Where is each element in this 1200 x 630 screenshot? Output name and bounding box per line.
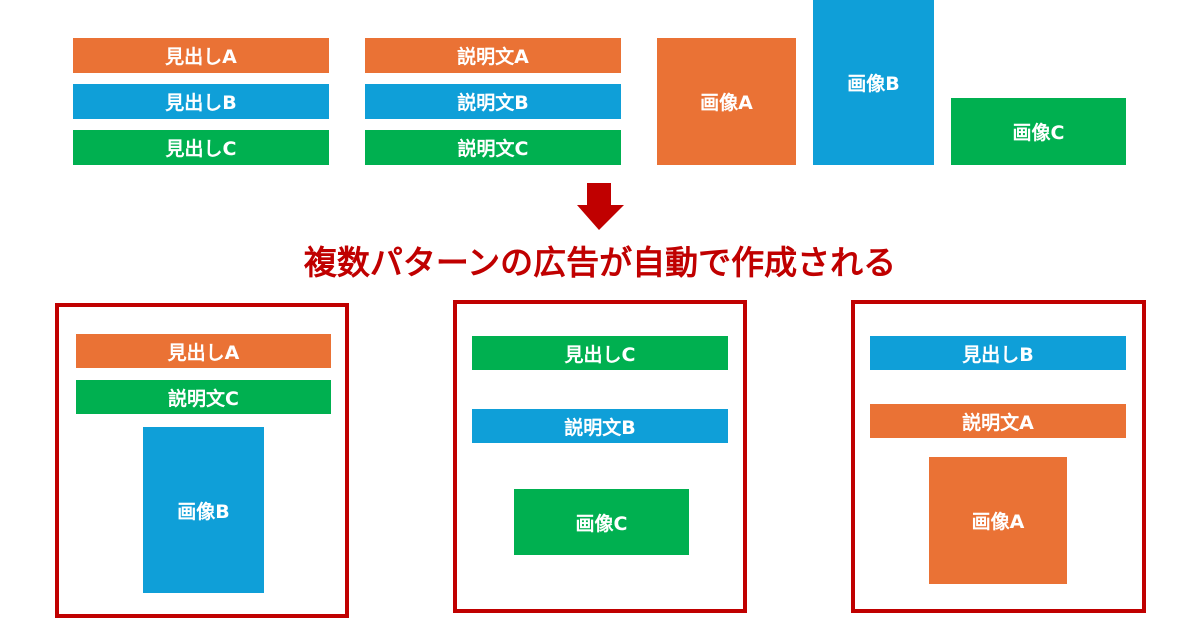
- image-a: 画像A: [657, 38, 796, 165]
- headline-c: 見出しC: [73, 130, 329, 165]
- description-a: 説明文A: [365, 38, 621, 73]
- ad1-headline: 見出しA: [76, 334, 331, 368]
- ad3-headline: 見出しB: [870, 336, 1126, 370]
- headline-a: 見出しA: [73, 38, 329, 73]
- ad3-description: 説明文A: [870, 404, 1126, 438]
- ad3-image: 画像A: [929, 457, 1067, 584]
- image-b: 画像B: [813, 0, 934, 165]
- ad-pattern-1: [55, 303, 349, 618]
- description-b: 説明文B: [365, 84, 621, 119]
- description-c: 説明文C: [365, 130, 621, 165]
- ad1-description: 説明文C: [76, 380, 331, 414]
- ad-pattern-2: [453, 300, 747, 613]
- ad1-image: 画像B: [143, 427, 264, 593]
- down-arrow-icon: [577, 183, 624, 230]
- headline-b: 見出しB: [73, 84, 329, 119]
- caption: 複数パターンの広告が自動で作成される: [303, 243, 897, 282]
- image-c: 画像C: [951, 98, 1126, 165]
- ad2-image: 画像C: [514, 489, 689, 555]
- ad2-headline: 見出しC: [472, 336, 728, 370]
- ad2-description: 説明文B: [472, 409, 728, 443]
- ad-pattern-3: [851, 300, 1146, 613]
